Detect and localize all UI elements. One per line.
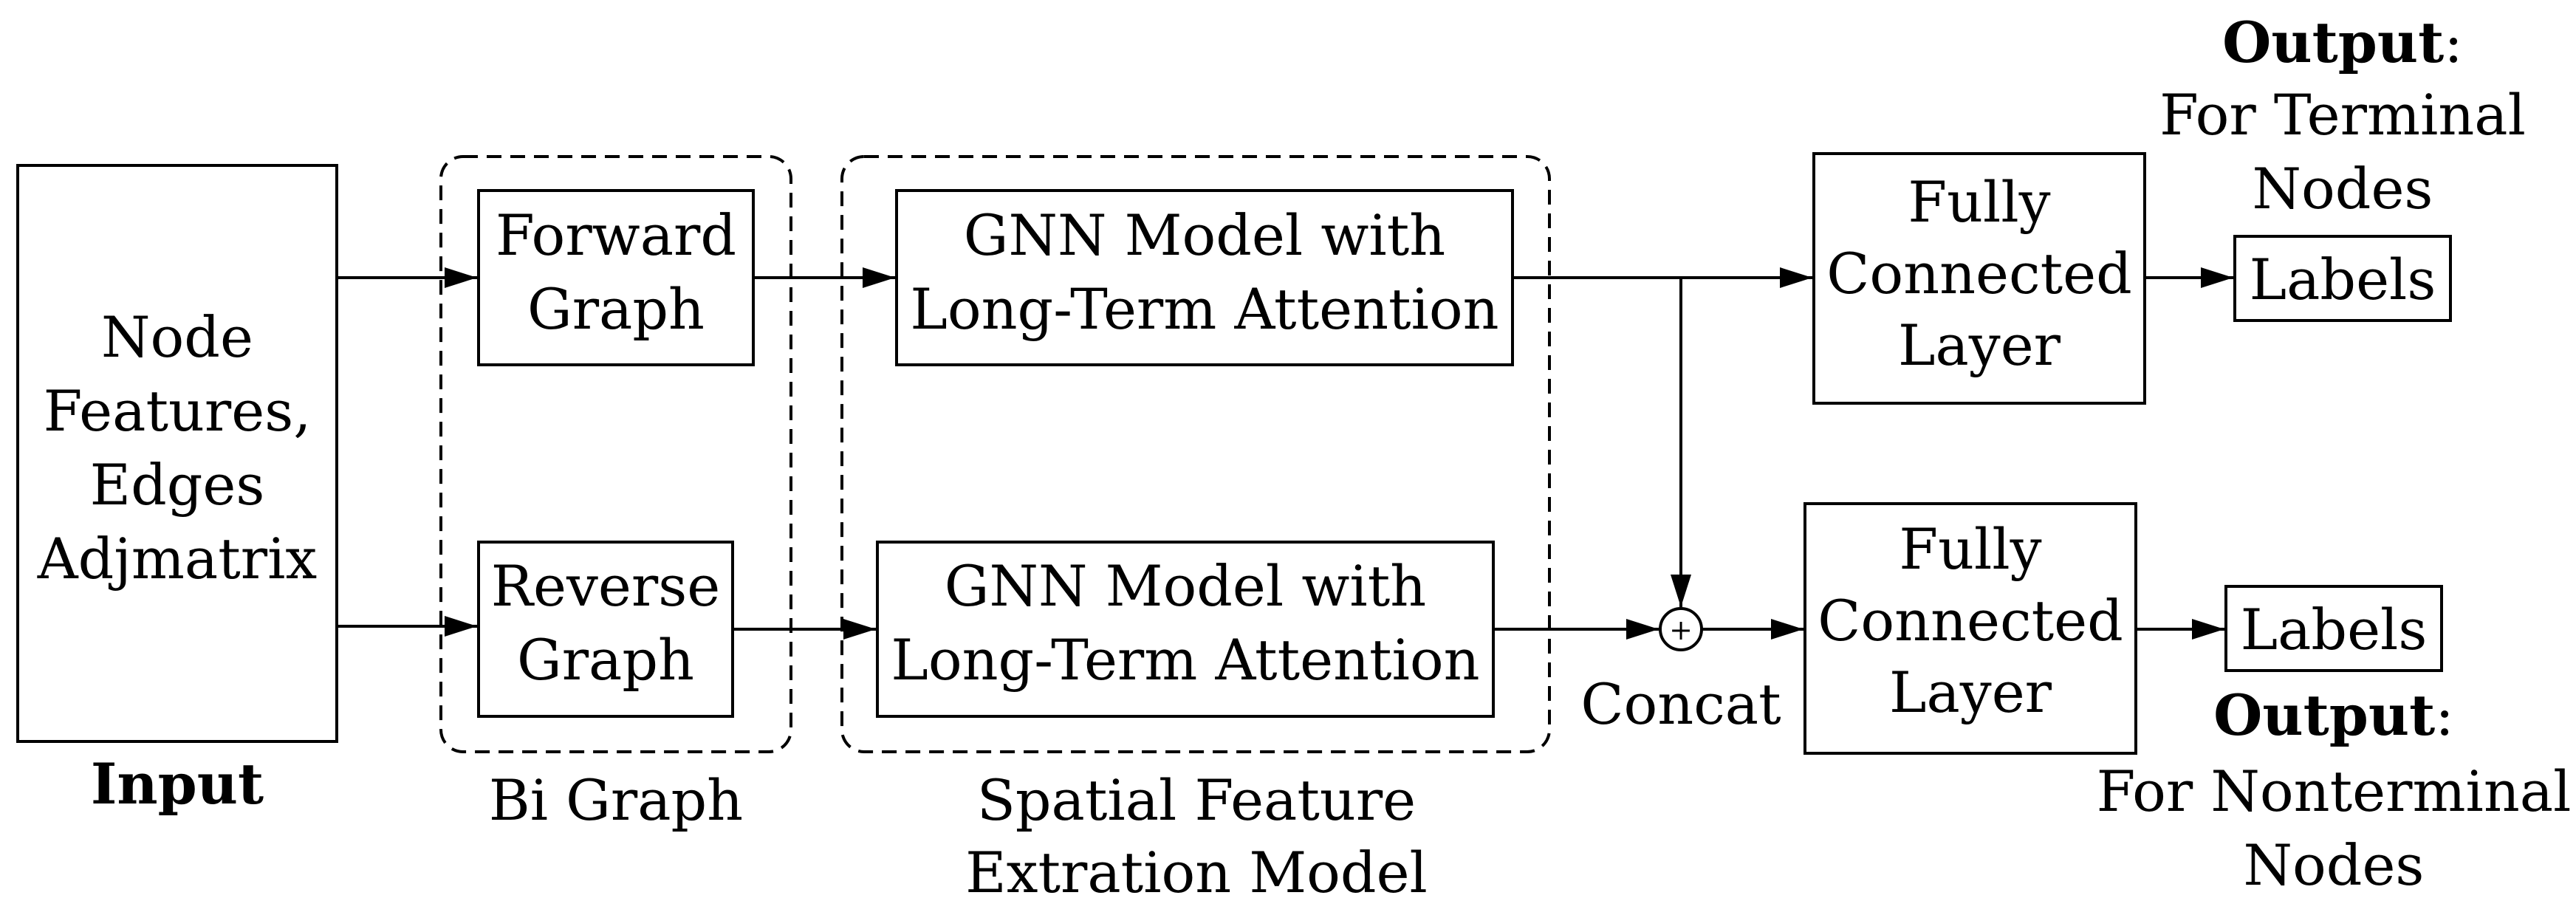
- fc-bottom-line-1: Fully: [1899, 516, 2041, 582]
- spatial-model-group: [840, 155, 1551, 753]
- fc-bottom-line-2: Connected: [1818, 588, 2123, 654]
- output-top-heading: Output:: [2222, 10, 2463, 75]
- reverse-graph-line-2: Graph: [517, 627, 694, 693]
- fc-bottom-line-3: Layer: [1889, 659, 2052, 725]
- reverse-graph-line-1: Reverse: [491, 553, 720, 619]
- output-top-colon: :: [2444, 10, 2463, 75]
- gnn-bottom-box: [876, 541, 1495, 718]
- input-line-4: Adjmatrix: [37, 526, 318, 592]
- input-line-3: Edges: [90, 452, 265, 518]
- input-caption: Input: [91, 751, 264, 817]
- gnn-bottom-line-2: Long-Term Attention: [891, 627, 1479, 693]
- gnn-top-line-1: GNN Model with: [964, 202, 1445, 268]
- output-bottom-line-1: For Nonterminal: [2097, 758, 2572, 824]
- fc-top-line-2: Connected: [1826, 241, 2132, 306]
- bi-graph-group: [439, 155, 792, 753]
- output-bottom-heading: Output:: [2213, 682, 2454, 748]
- fc-top-box: [1812, 152, 2146, 405]
- labels-top-box: [2233, 235, 2452, 322]
- concat-label: Concat: [1580, 671, 1781, 737]
- labels-top-text: Labels: [2250, 247, 2436, 312]
- output-bottom-title: Output: [2213, 682, 2435, 748]
- fc-bottom-box: [1803, 502, 2137, 755]
- fc-top-line-3: Layer: [1898, 312, 2061, 378]
- gnn-top-line-2: Long-Term Attention: [910, 276, 1498, 342]
- output-top-line-1: For Terminal: [2159, 82, 2526, 148]
- labels-bottom-box: [2224, 585, 2443, 672]
- input-box: [16, 164, 338, 743]
- gnn-bottom-line-1: GNN Model with: [945, 553, 1426, 619]
- output-bottom-line-2: Nodes: [2244, 832, 2425, 898]
- output-top-title: Output: [2222, 10, 2444, 75]
- input-line-2: Features,: [44, 378, 312, 444]
- spatial-caption-line-1: Spatial Feature: [977, 767, 1416, 833]
- input-line-1: Node: [101, 304, 253, 370]
- output-bottom-colon: :: [2435, 682, 2454, 748]
- spatial-caption-line-2: Extration Model: [965, 840, 1428, 905]
- output-top-line-2: Nodes: [2253, 156, 2433, 222]
- fc-top-line-1: Fully: [1908, 169, 2050, 235]
- forward-graph-line-1: Forward: [496, 202, 736, 268]
- bi-graph-caption: Bi Graph: [489, 767, 743, 833]
- gnn-top-box: [895, 189, 1514, 366]
- forward-graph-box: [477, 189, 755, 366]
- labels-bottom-text: Labels: [2241, 597, 2428, 662]
- concat-symbol: +: [1669, 614, 1693, 646]
- forward-graph-line-2: Graph: [527, 276, 705, 342]
- reverse-graph-box: [477, 541, 734, 718]
